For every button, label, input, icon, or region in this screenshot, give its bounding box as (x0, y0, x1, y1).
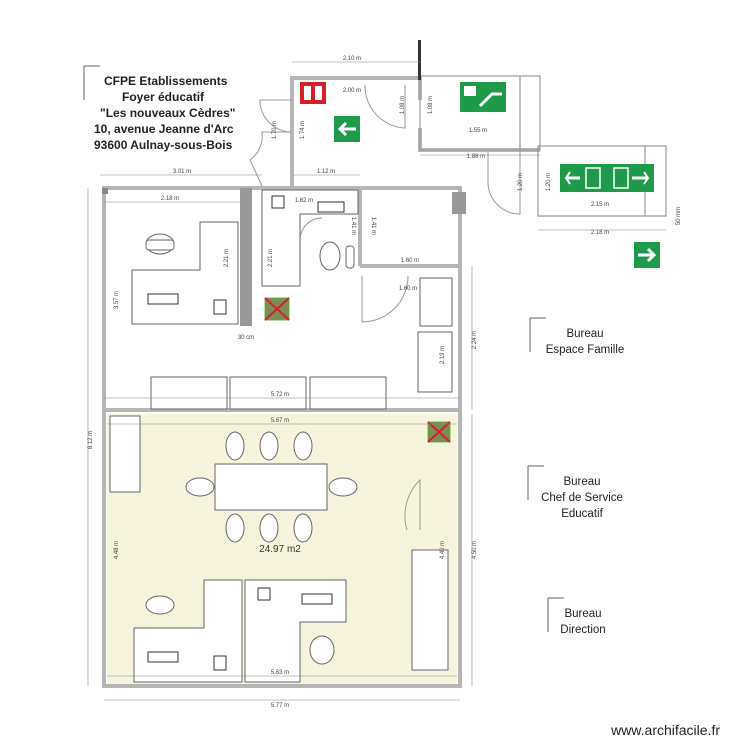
dim-label: 2.00 m (343, 88, 361, 94)
room-label-line: Espace Famille (545, 344, 625, 356)
dim-label: 1.60 m (399, 286, 417, 292)
dim-label: 1.55 m (469, 128, 487, 134)
dim-label: 1.62 m (295, 198, 313, 204)
door-arcs (249, 84, 521, 531)
dim-label: 4.50 m (472, 541, 478, 559)
header-line: "Les nouveaux Cèdres" (100, 106, 236, 120)
dim-label: 5.77 m (271, 703, 289, 709)
fire-extinguisher-icon (300, 82, 326, 104)
header-line: Foyer éducatif (122, 90, 205, 104)
label-markers (83, 65, 564, 632)
dim-label: 2.15 m (591, 202, 609, 208)
dim-label: 5.67 m (271, 418, 289, 424)
exit-arrow-right-icon (634, 242, 660, 268)
header-line: 93600 Aulnay-sous-Bois (94, 138, 233, 152)
dim-label: 2.24 m (472, 331, 478, 349)
dim-label: 1.41 m (370, 217, 376, 235)
wall-segment (102, 188, 108, 194)
room-label-line: Bureau (563, 476, 601, 488)
structural-column (240, 188, 252, 326)
dim-label: 2.21 m (224, 249, 230, 267)
room-label-direction: Bureau Direction (548, 606, 618, 638)
dimension-lines (87, 61, 666, 701)
dim-label: 2.21 m (268, 249, 274, 267)
dim-label: 50 mm (676, 207, 682, 225)
dim-label: 30 cm (238, 335, 254, 341)
dim-label: 1.74 m (300, 121, 306, 139)
dim-label: 1.60 m (401, 258, 419, 264)
dim-label: 1.41 m (350, 217, 356, 235)
dim-label: 1.20 m (546, 173, 552, 191)
dim-label: 8.12 m (88, 431, 94, 449)
dim-label: 2.10 m (343, 56, 361, 62)
exit-arrow-left-icon (334, 116, 360, 142)
room-label-line: Direction (560, 624, 606, 636)
header-line: 10, avenue Jeanne d'Arc (94, 122, 234, 136)
room-label-line: Educatif (561, 508, 603, 520)
dim-label: 1.88 m (467, 154, 485, 160)
dim-label: 3.57 m (114, 291, 120, 309)
dim-label: 5.72 m (271, 392, 289, 398)
room-area-label: 24.97 m2 (259, 544, 301, 555)
dim-label: 1.08 m (400, 96, 406, 114)
plant-icon (427, 421, 451, 443)
post (418, 40, 421, 80)
emergency-exit-door-icon (560, 164, 654, 192)
dim-label: 1.20 m (518, 173, 524, 191)
plant-icon (264, 297, 290, 321)
dim-label: 1.08 m (428, 96, 434, 114)
room-label-espace-famille: Bureau Espace Famille (530, 326, 640, 358)
room-label-line: Bureau (564, 608, 602, 620)
room-label-line: Chef de Service (541, 492, 623, 504)
dim-label: 2.18 m (161, 196, 179, 202)
dim-label: 4.40 m (440, 541, 446, 559)
header-line: CFPE Etablissements (104, 74, 228, 88)
dim-label: 3.01 m (173, 169, 191, 175)
emergency-exit-stairs-icon (460, 82, 506, 112)
dim-label: 1.70 m (272, 121, 278, 139)
column-small (452, 192, 466, 214)
dim-label: 5.63 m (271, 670, 289, 676)
room-label-chef-service: Bureau Chef de Service Educatif (522, 474, 642, 522)
dim-label: 2.18 m (591, 230, 609, 236)
dim-label: 1.12 m (317, 169, 335, 175)
meeting-furniture (109, 415, 449, 683)
dim-label: 4.48 m (114, 541, 120, 559)
dim-label: 2.19 m (440, 346, 446, 364)
watermark: www.archifacile.fr (611, 722, 720, 738)
office-furniture (131, 189, 453, 410)
room-label-line: Bureau (566, 328, 604, 340)
project-header: CFPE Etablissements Foyer éducatif "Les … (90, 73, 240, 153)
